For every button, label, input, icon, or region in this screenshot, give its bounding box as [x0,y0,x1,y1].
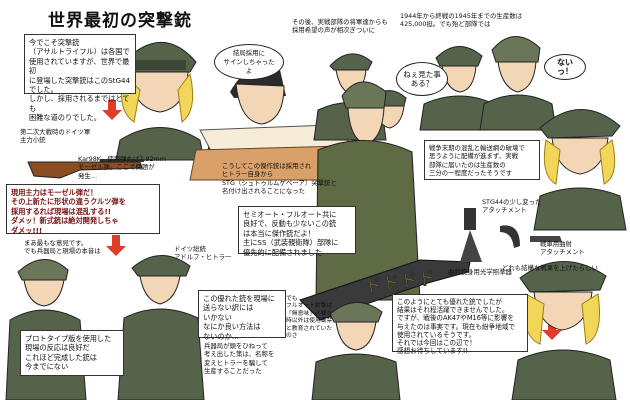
curved-note: どれも結構な戦果を上げたらしい [502,264,598,272]
kar98k-rifle-image [27,159,144,179]
officer-blonde-bottom [511,261,617,400]
red-arrow-down-2 [106,235,126,256]
soldiers-bottom-left [5,255,205,400]
officer-blonde-right [533,109,627,231]
red-arrow-down-1 [102,100,122,120]
nai-bubble: ないっ！ [544,54,586,80]
attachment-label: STG44の少し変った アタッチメント [482,198,542,215]
stg-note: こうしてこの傑作銃は採用され ヒトラー自身から STG（シュトゥルムゲベーア）突… [222,162,337,196]
problem-box: 現用主力はモーゼル弾だ！ その上新たに形状の違うクルツ弾を 採用するれば現場は混… [6,184,160,235]
soldiers-top-right [419,36,557,131]
sign-bubble: 結局採用に サインしちゃったよ [214,44,284,80]
war-end-box: 戦争末期の混乱と輸送網の破壊で 思うように配備が進まず、実戦 部隊に届いたのは生… [424,140,540,180]
officer-blonde-top [115,41,205,161]
mini-note: でも フルオート射撃は 「無意味」必要な 時以外は使用厳禁 と教育されていた の… [286,296,333,340]
page-title: 世界最初の突撃銃 [48,11,192,31]
hitler-note: まあ最もな意見です。 でも兵器局と現場の本音は [24,239,101,256]
full-auto-box: セミオート・フルオート共に 良好で、反動も少ないこの銃 は本当に傑作銃だよ！ 主… [238,206,356,257]
scope-label: 曲射銃身用光学照準器 [448,268,512,276]
production-note: 1944年から終戦の1945年までの生産数は 425,000挺。でも殆ど部隊では [400,12,522,29]
rifle-caption: 第二次大戦時のドイツ軍 主力小銃 [20,128,91,145]
nee-bubble: ねぇ見た事 ある？ [396,62,448,96]
hitler-label: ドイツ総統 アドルフ・ヒトラー [174,245,232,262]
soldier-stg44 [299,81,471,321]
name-change-box: この優れた銃を現場に 送らない訳には いかない なにか良い方法は ないのか… [198,290,286,341]
red-arrow-down-3 [542,320,562,340]
intro-box: 今でこそ突撃銃 （アサルトライフル）は各国で 使用されていますが、世界で最初 に… [24,34,136,122]
curved-label: 戦車用曲射 アタッチメント [540,240,585,257]
attachment-images [460,208,562,262]
prototype-box: プロトタイプ版を使用した 現場の反応は良好だ これほど完成した銃は 今までにない [20,330,124,376]
soldier-firing [311,302,401,400]
kar98k-note: Kar98K。使用弾丸は7.92mm モーゼル弾。ここで問題が 発生… [78,155,166,180]
conclusion-box: このようにとても優れた銃でしたが 結果はそれ程活躍できませんでした。 ですが、戦… [392,294,528,355]
name-change-note: 兵器局が頭をひねって 考え出した策は、名称を 変えヒトラーを騙して 生産すること… [204,342,275,376]
top-note: その後、実戦部隊の将軍達からも 採用希望の声が相次ぎついに [292,18,388,35]
